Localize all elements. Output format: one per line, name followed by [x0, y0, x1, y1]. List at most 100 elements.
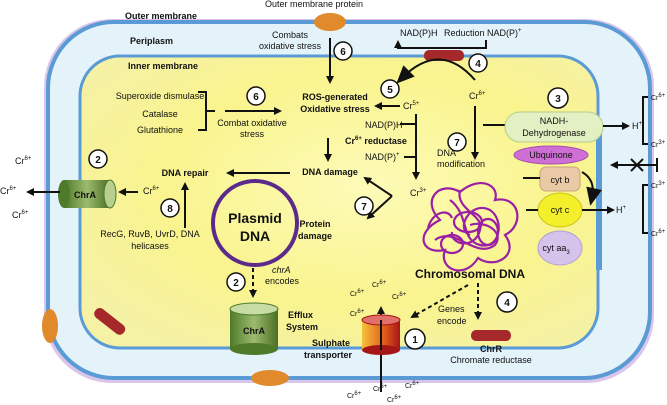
combat-stress-label-1: Combat oxidative — [217, 118, 287, 128]
outer-membrane-protein-left — [42, 309, 58, 343]
outer-membrane-protein-bottom — [251, 370, 289, 386]
step-6-number: 6 — [253, 92, 259, 103]
cyt-b-label: cyt b — [550, 175, 569, 185]
arrow-cr3-to-protein-damage — [366, 195, 393, 220]
cr6-chra-label: Cr6+ — [143, 186, 160, 196]
chra-transporter-left: ChrA — [58, 179, 117, 209]
sulphate-transporter — [361, 314, 401, 355]
ros-label-2: Oxidative stress — [300, 104, 370, 114]
chrr-full-label: Chromate reductase — [450, 355, 532, 365]
step-6-top-number: 6 — [340, 47, 346, 58]
step-4-bottom-badge — [496, 291, 518, 313]
bracket-cr6-cr3-bottom — [642, 184, 648, 234]
combats-label-2: oxidative stress — [259, 41, 322, 51]
outer-membrane-label: Outer membrane — [125, 11, 197, 21]
reductase-nadph: NAD(P)H — [365, 120, 403, 130]
dna-repair-label: DNA repair — [162, 168, 209, 178]
step-7-top-number: 7 — [454, 138, 460, 149]
outer-membrane-protein-label: Outer membrane protein — [265, 0, 363, 9]
step-7-top-badge — [447, 132, 467, 152]
plasmid-label-1: Plasmid — [228, 210, 282, 226]
sulphate-label-1: Sulphate — [312, 338, 350, 348]
reductase-nadp: NAD(P)+ — [365, 152, 400, 162]
step-4-top-badge — [468, 53, 488, 73]
plasmid-dna-ring — [211, 179, 299, 267]
enzyme-superoxide-dismutase: Superoxide dismulase — [116, 91, 205, 101]
ros-label-1: ROS-generated — [302, 92, 368, 102]
cyt-c-label: cyt c — [551, 205, 570, 215]
step-7-badge — [354, 196, 374, 216]
nadh-label-2: Dehydrogenase — [522, 128, 586, 138]
genes-label-1: Genes — [438, 304, 465, 314]
genes-label-2: encode — [437, 316, 467, 326]
step-1-number: 1 — [412, 335, 418, 346]
cr6-in-3: Cr6+ — [372, 280, 387, 289]
arrow-cr3-to-dna-damage — [363, 176, 393, 197]
encodes-label: encodes — [265, 276, 300, 286]
chra-gene-label: chrA — [272, 265, 291, 275]
chra-left-label: ChrA — [74, 190, 96, 200]
cr6-right-bottom: Cr6+ — [651, 229, 666, 238]
reductase-protein-left — [94, 307, 126, 335]
cr6-reductase-label: Cr6+ reductase — [345, 136, 407, 146]
arrow-cytb-to-cytc — [581, 171, 602, 206]
inner-membrane-right — [596, 130, 602, 270]
cr3-right-top: Cr3+ — [651, 140, 666, 149]
arrow-cr6-to-cr5 — [396, 58, 476, 84]
protein-damage-label-1: Protein — [299, 219, 330, 229]
step-6-badge — [246, 86, 266, 106]
reduction-label: Reduction — [444, 28, 485, 38]
cr3-right-bottom: Cr3+ — [651, 181, 666, 190]
cyt-aa3-label: cyt aa3 — [542, 243, 570, 256]
combats-label-1: Combats — [272, 30, 309, 40]
cr6-cytoplasm-label: Cr6+ — [469, 91, 486, 101]
inner-membrane-label: Inner membrane — [128, 61, 198, 71]
cr6-ext-1: Cr6+ — [347, 391, 362, 400]
cr6-in-2: Cr6+ — [350, 289, 365, 298]
step-2-left-badge — [88, 149, 108, 169]
h-plus-1: H+ — [632, 121, 643, 131]
enzyme-catalase: Catalase — [142, 109, 178, 119]
cr6-ext-3: Cr6+ — [405, 381, 420, 390]
step-3-badge — [547, 87, 569, 109]
efflux-label-2: System — [286, 322, 318, 332]
step-8-number: 8 — [167, 204, 173, 215]
block-x-icon — [630, 158, 644, 172]
chrr-label: ChrR — [480, 344, 502, 354]
efflux-label-1: Efflux — [288, 310, 313, 320]
cr6-in-4: Cr6+ — [392, 292, 407, 301]
cr6-right-top: Cr6+ — [651, 93, 666, 102]
step-6-top-badge — [333, 41, 353, 61]
step-1-badge — [404, 328, 426, 350]
reduction-nadp: NAD(P)+ — [487, 28, 522, 38]
cr6-ext-2: Cr6+ — [373, 384, 388, 393]
cyt-aa3 — [537, 230, 583, 266]
outer-membrane-protein — [314, 13, 346, 31]
bracket-cr6-cr3-top — [642, 96, 648, 145]
chra-bottom-label: ChrA — [243, 326, 265, 336]
reduction-nadph: NAD(P)H — [400, 28, 438, 38]
step-7-number: 7 — [361, 202, 367, 213]
chra-transporter-bottom: ChrA — [229, 302, 279, 355]
plasmid-label-2: DNA — [240, 228, 270, 244]
chromosomal-dna-tangle — [422, 182, 519, 272]
periplasm-label: Periplasm — [130, 36, 173, 46]
nadh-label-1: NADH- — [540, 116, 569, 126]
arrow-chromosome-to-sulphate — [410, 284, 469, 318]
cr6-outside-3: Cr6+ — [12, 210, 29, 220]
step-2-bottom-badge — [226, 272, 246, 292]
step-3-number: 3 — [555, 94, 561, 105]
step-2-bottom-number: 2 — [233, 278, 239, 289]
h-plus-2: H+ — [616, 205, 627, 215]
helicases-label-1: RecG, RuvB, UvrD, DNA — [100, 229, 200, 239]
dna-damage-label: DNA damage — [302, 167, 358, 177]
chrr-protein — [471, 330, 511, 341]
protein-damage-label-2: damage — [298, 231, 332, 241]
step-8-badge — [160, 198, 180, 218]
membrane-reductase — [424, 50, 464, 61]
cr5-label: Cr5+ — [403, 101, 420, 111]
cr3-label: Cr3+ — [410, 188, 427, 198]
helicases-label-2: helicases — [131, 241, 169, 251]
enzyme-glutathione: Glutathione — [137, 125, 183, 135]
